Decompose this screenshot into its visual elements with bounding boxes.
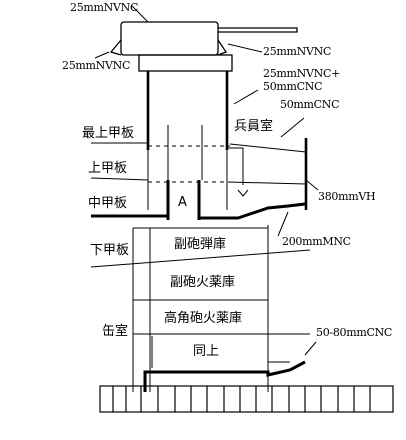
label-cnc-50-upper: 50mmCNC <box>263 80 323 93</box>
leader-lines <box>94 5 319 356</box>
label-middle-deck: 中甲板 <box>88 196 128 211</box>
label-upper-deck: 上甲板 <box>88 161 128 176</box>
label-point-a: A <box>178 195 187 210</box>
crew-room-armor <box>228 138 308 210</box>
turret-hood <box>109 21 298 72</box>
keel-structure <box>99 385 394 413</box>
label-secondary-magazine: 副砲弾庫 <box>174 237 227 252</box>
label-vh-380: 380mmVH <box>318 190 376 203</box>
label-boiler-room: 缶室 <box>102 324 129 339</box>
label-secondary-powder: 副砲火薬庫 <box>170 275 236 290</box>
barbette <box>146 71 229 220</box>
label-ha-powder: 高角砲火薬庫 <box>164 311 243 326</box>
label-combo: 25mmNVNC+ <box>263 67 340 80</box>
label-top-nvnc: 25mmNVNC <box>70 1 139 14</box>
label-crew-room: 兵員室 <box>234 119 274 134</box>
decks <box>90 142 311 268</box>
label-cnc-50-80: 50-80mmCNC <box>316 326 393 339</box>
label-top-deck: 最上甲板 <box>82 126 135 141</box>
bottom-armor <box>143 360 306 392</box>
magazines <box>132 225 310 392</box>
label-hood-right-nvnc: 25mmNVNC <box>263 45 332 58</box>
label-cnc-50-room: 50mmCNC <box>280 98 340 111</box>
label-mnc-200: 200mmMNC <box>282 235 351 248</box>
label-same-as-above: 同上 <box>193 344 220 359</box>
label-lower-deck: 下甲板 <box>90 243 130 258</box>
label-hood-left-nvnc: 25mmNVNC <box>62 59 131 72</box>
